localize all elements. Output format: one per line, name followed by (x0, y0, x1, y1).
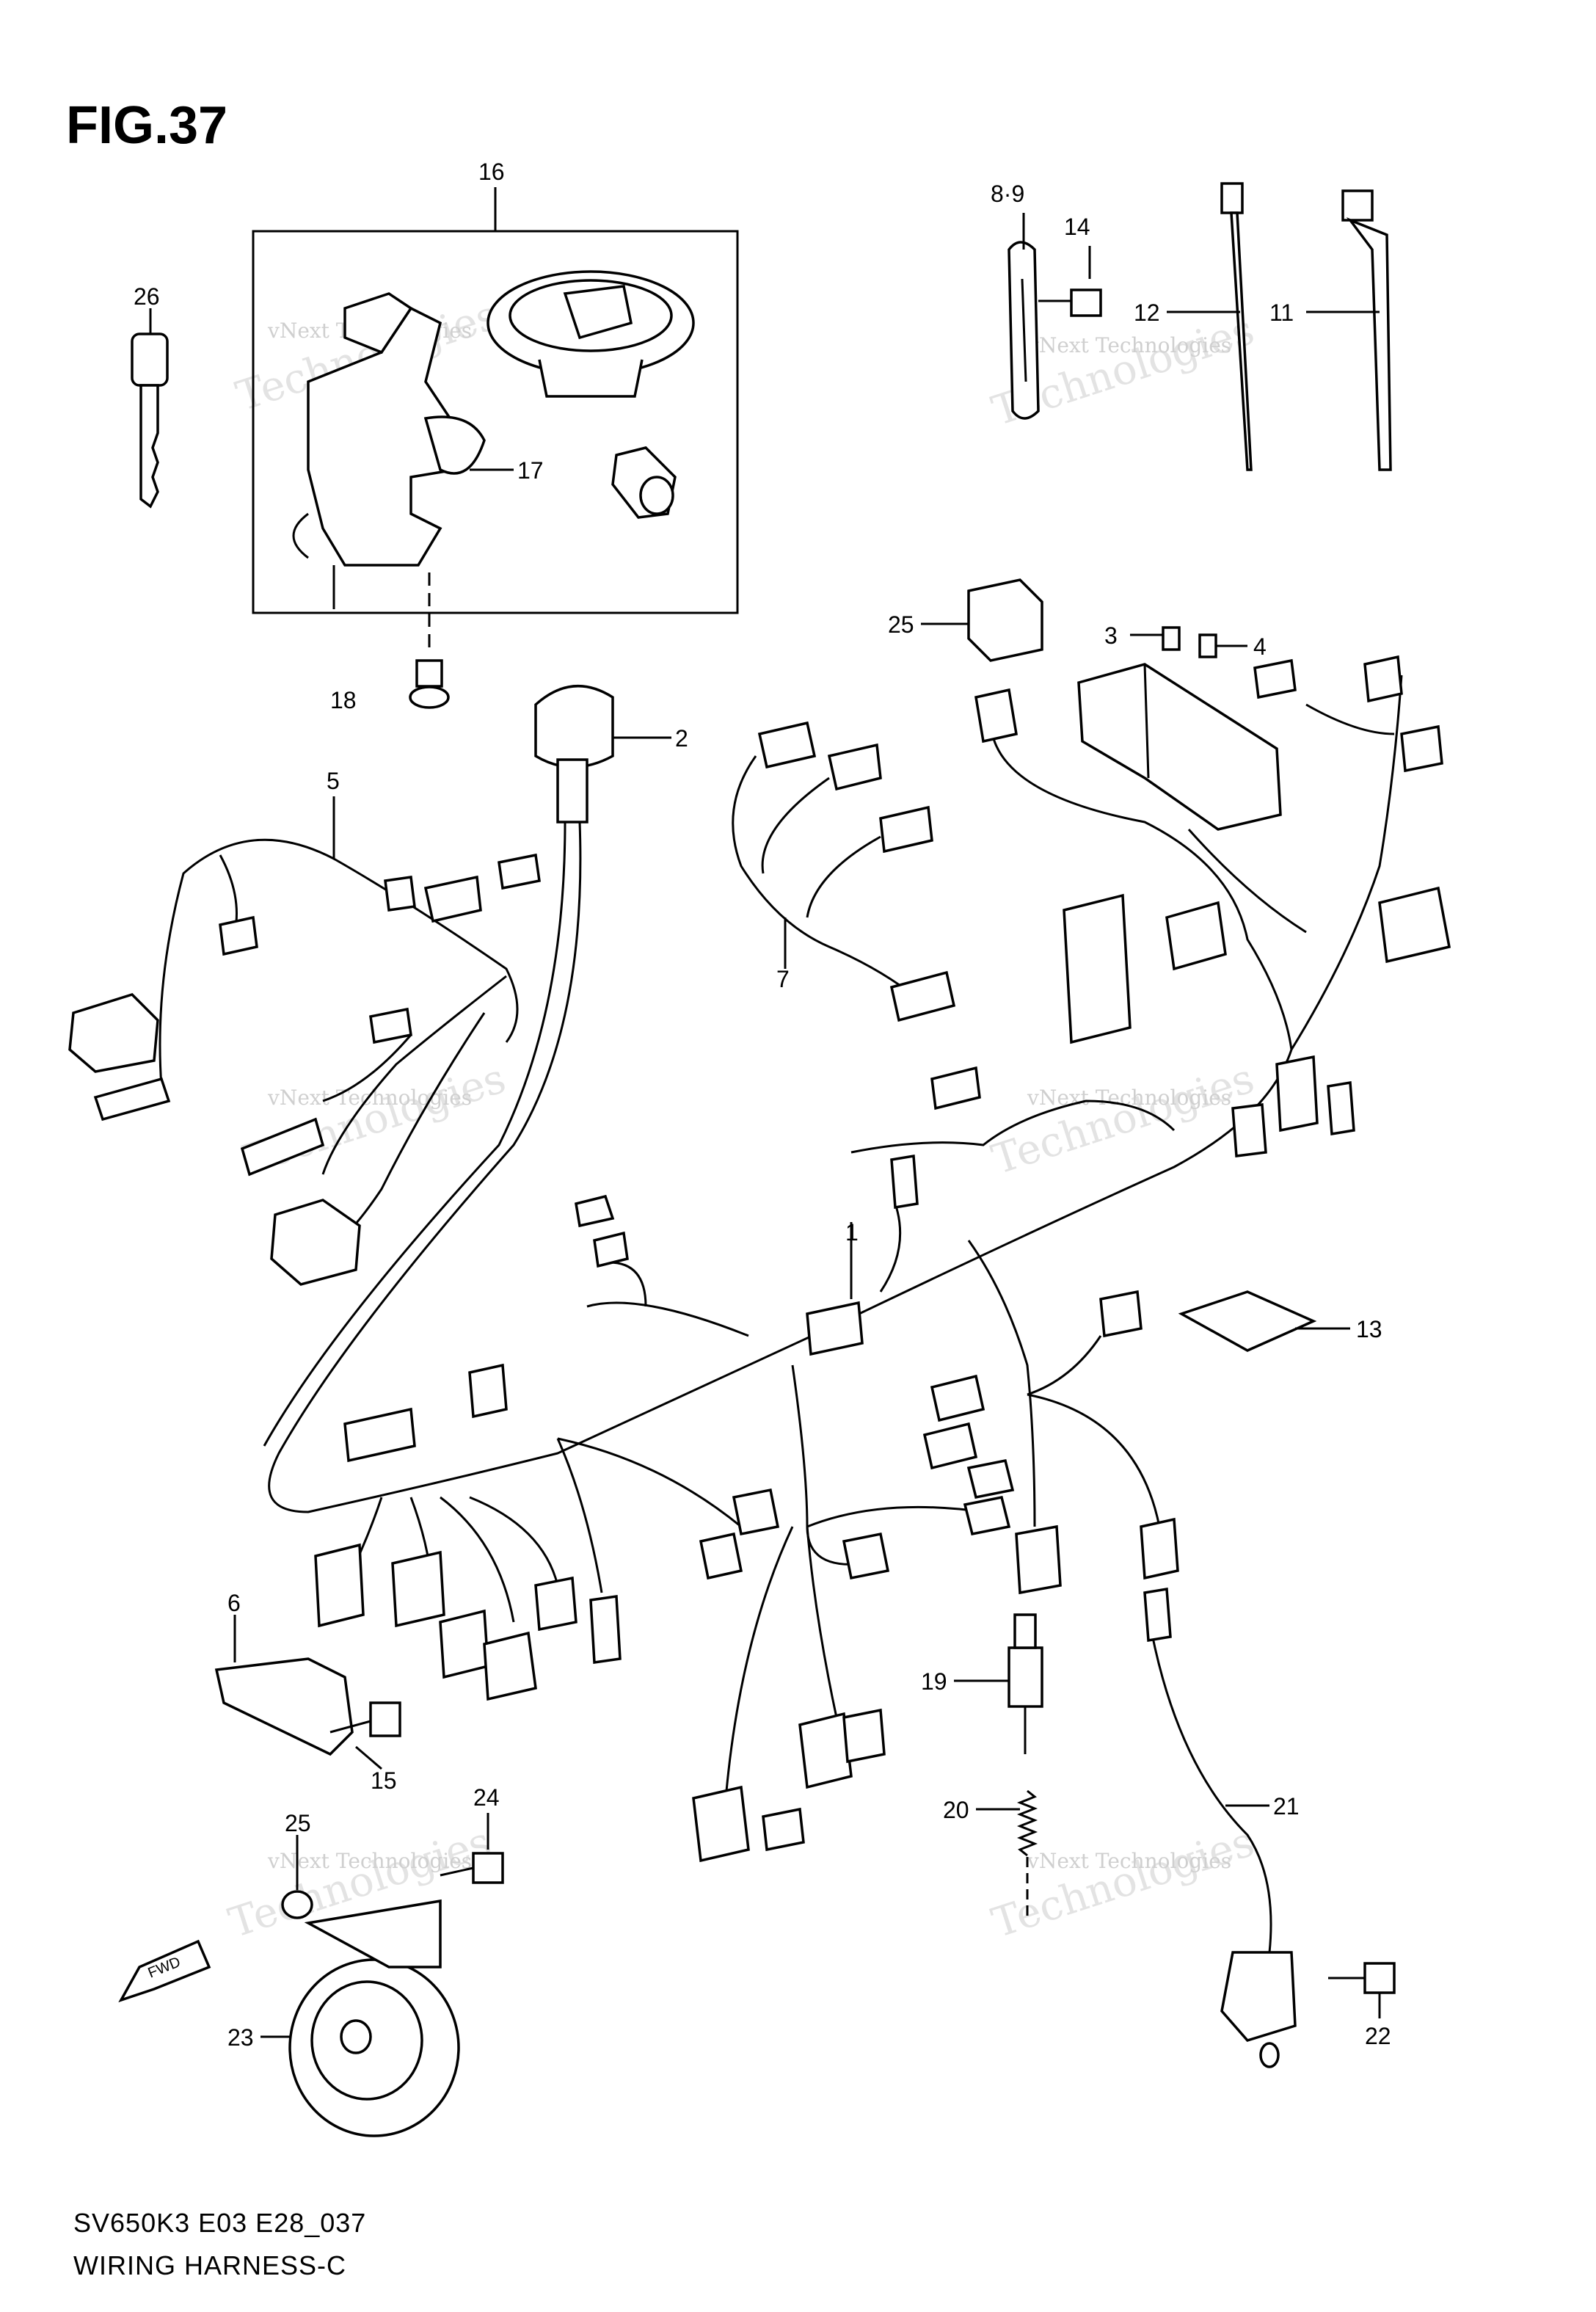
callout-6: 6 (227, 1590, 241, 1616)
watermark-small: vNext Technologies (267, 1849, 472, 1873)
callout-19: 20 (943, 1797, 969, 1823)
figure-title: FIG.37 (66, 96, 228, 155)
callout-18: 19 (921, 1668, 947, 1695)
part-26-key (131, 308, 169, 509)
part-20-sidestand-switch (1147, 1614, 1297, 2068)
callout-23: 24 (473, 1784, 500, 1811)
part-10-cable-tie (1306, 189, 1392, 471)
callout-16: 17 (517, 457, 544, 484)
callout-10: 11 (1269, 299, 1294, 326)
watermark-small: vNext Technologies (1027, 1849, 1231, 1873)
callout-17: 18 (330, 687, 357, 713)
part-13-bolt (1038, 246, 1102, 317)
part-8-9-clamp (1007, 213, 1040, 420)
part-7-sub-harness (732, 721, 956, 1022)
callout-11: 12 (1134, 299, 1160, 326)
part-11-cable-tie (1167, 182, 1253, 471)
part-18-switch (954, 1613, 1043, 1754)
figure-code: SV650K3 E03 E28_037 (73, 2208, 367, 2238)
callout-20: 21 (1273, 1793, 1300, 1820)
part-14-bolt (329, 1701, 401, 1770)
callout-22: 23 (227, 2024, 254, 2051)
part-16-ignition-switch (292, 292, 514, 609)
part-3-fuse (1130, 626, 1181, 651)
part-17-screw (409, 572, 450, 709)
callout-labels: 16 26 17 18 8·9 14 12 11 25 3 4 2 5 7 1 … (134, 159, 1391, 2051)
part-24-nut (281, 1835, 313, 1919)
part-21-bolt (1328, 1962, 1396, 2018)
callout-26: 26 (134, 283, 160, 310)
part-22-horn (260, 1899, 460, 2137)
part-23-bolt (440, 1813, 504, 1884)
part-1-main-harness (263, 655, 1451, 1863)
part-6-bracket (214, 1615, 354, 1756)
callout-2: 2 (675, 725, 688, 752)
part-4-fuse (1198, 633, 1247, 658)
callout-15: 16 (478, 159, 505, 185)
callout-3: 3 (1104, 622, 1118, 649)
fuse-box (1077, 663, 1282, 831)
watermark-large: Technologies (238, 1055, 511, 1184)
callout-5: 5 (327, 768, 340, 794)
part-15-fuel-cap (487, 270, 695, 398)
callout-24: 25 (285, 1810, 311, 1836)
fwd-arrow-icon: FWD (118, 1939, 211, 2003)
callout-7: 7 (776, 966, 790, 992)
callout-8-9: 8·9 (991, 181, 1024, 207)
part-25-relay (921, 578, 1043, 662)
part-19-spring (976, 1789, 1038, 1916)
watermark-small: vNext Technologies (1027, 333, 1231, 357)
callout-25: 25 (888, 611, 914, 638)
callout-12: 13 (1356, 1316, 1382, 1342)
callout-4: 4 (1253, 633, 1267, 660)
part-15-lock-cylinder (611, 446, 677, 519)
part-2-connector (534, 684, 671, 824)
figure-name: WIRING HARNESS-C (73, 2250, 347, 2280)
part-5-sub-harness (68, 796, 541, 1286)
callout-21: 22 (1365, 2023, 1391, 2049)
callout-1: 1 (845, 1219, 859, 1246)
callout-14: 15 (371, 1767, 397, 1794)
callout-13: 14 (1064, 214, 1090, 240)
part-12-label (1178, 1290, 1350, 1352)
